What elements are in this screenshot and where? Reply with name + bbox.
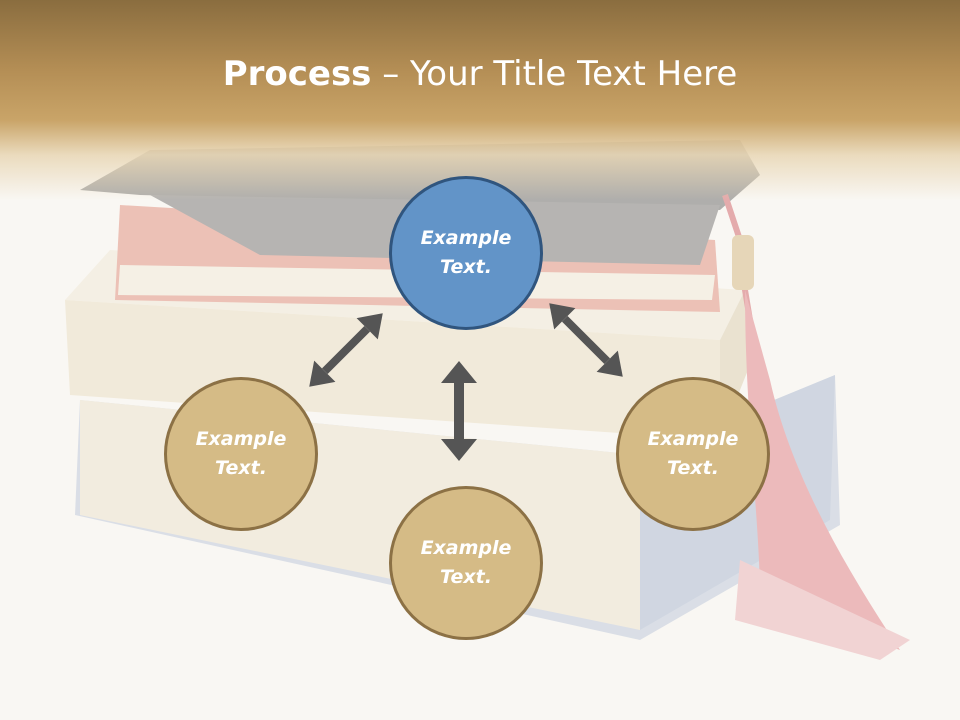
process-node-left[interactable]: Example Text. (164, 377, 318, 531)
title-rest: – Your Title Text Here (371, 54, 738, 94)
header-band (0, 0, 960, 200)
process-node-top[interactable]: Example Text. (389, 176, 543, 330)
process-node-right[interactable]: Example Text. (616, 377, 770, 531)
slide-title: Process – Your Title Text Here (0, 52, 960, 96)
double-arrow-top-left (309, 313, 383, 387)
node-right-line2: Text. (667, 457, 719, 479)
node-left-line1: Example (195, 428, 287, 450)
node-right-line1: Example (647, 428, 739, 450)
node-left-line2: Text. (215, 457, 267, 479)
arrow-group (309, 303, 623, 461)
node-top-line2: Text. (440, 256, 492, 278)
title-bold: Process (222, 54, 372, 94)
double-arrow-vertical (441, 361, 477, 461)
double-arrow-top-right (549, 303, 623, 377)
process-node-bottom[interactable]: Example Text. (389, 486, 543, 640)
node-bottom-line2: Text. (440, 566, 492, 588)
node-bottom-line1: Example (420, 537, 512, 559)
node-top-line1: Example (420, 227, 512, 249)
